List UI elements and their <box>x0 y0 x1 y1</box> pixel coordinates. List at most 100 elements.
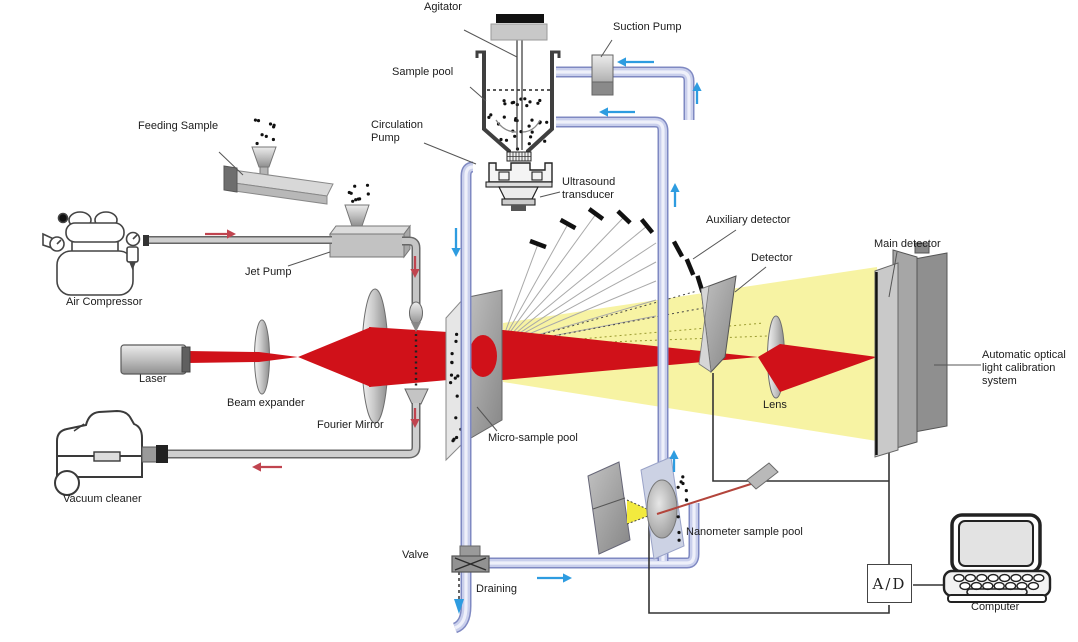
label-vacuum-cleaner: Vacuum cleaner <box>63 493 142 505</box>
particle-dot <box>253 118 257 122</box>
laser-beam <box>187 327 877 392</box>
liquid-pipes <box>452 66 700 634</box>
particle-dot <box>255 141 259 146</box>
particle-dot <box>351 199 355 203</box>
pipe <box>556 70 691 120</box>
air-flow-arrow-icon <box>410 419 420 428</box>
particle-dot <box>527 142 531 146</box>
particle-dot <box>528 100 532 104</box>
key <box>959 581 971 591</box>
particle-dot <box>354 198 358 202</box>
particle-dot <box>685 498 689 502</box>
label-auxiliary-detector: Auxiliary detector <box>706 214 791 226</box>
particle-dot <box>513 134 517 138</box>
particle-dot <box>511 100 516 104</box>
label-pointer-lines <box>218 29 981 432</box>
flow-arrow-icon <box>669 450 679 459</box>
air-compressor <box>42 211 141 296</box>
compressor-air-tube <box>143 235 332 246</box>
label-lens: Lens <box>763 399 787 411</box>
label-agitator: Agitator <box>424 1 462 13</box>
particle-dot <box>527 124 531 128</box>
particle-dot <box>356 197 360 201</box>
label-auto-optical: Automatic optical light calibration syst… <box>982 349 1066 387</box>
air-flow-arrow-icon <box>410 269 420 278</box>
label-beam-expander: Beam expander <box>227 397 305 409</box>
label-laser: Laser <box>139 373 167 385</box>
feeding-chute <box>223 165 334 205</box>
particle-dot <box>347 190 351 195</box>
particle-dot <box>499 137 503 142</box>
pipe <box>556 120 665 561</box>
auxiliary-detector-element <box>639 217 655 235</box>
flow-arrow-icon <box>670 183 680 192</box>
particle-dot <box>536 101 540 105</box>
particle-dot <box>271 137 275 142</box>
wire <box>648 490 890 614</box>
particle-dot <box>455 332 459 336</box>
particle-dot <box>260 133 264 137</box>
label-suction-pump: Suction Pump <box>613 21 682 33</box>
valve <box>451 545 490 573</box>
particle-dot <box>489 113 493 117</box>
key <box>953 573 965 583</box>
air-flow-arrow-icon <box>227 229 236 239</box>
jet-nozzle <box>402 236 423 392</box>
label-sample-pool: Sample pool <box>392 66 454 78</box>
particle-dot <box>365 183 370 187</box>
flow-arrow-icon <box>451 248 461 257</box>
key <box>976 573 988 583</box>
label-feeding-sample: Feeding Sample <box>138 120 219 132</box>
scatter-ray <box>499 216 625 347</box>
signal-wires <box>648 373 944 614</box>
particle-dot <box>449 381 453 385</box>
main-detector-assembly <box>874 242 948 458</box>
key <box>1027 581 1040 591</box>
detector-wedge <box>698 275 737 374</box>
particle-dot <box>676 515 680 519</box>
particle-dot <box>504 138 509 142</box>
flow-arrow-icon <box>692 82 702 91</box>
label-nanometer-sample-pool: Nanometer sample pool <box>686 526 803 538</box>
label-detector: Detector <box>751 252 793 264</box>
particle-dot <box>677 538 681 542</box>
scatter-ray <box>499 213 597 347</box>
key <box>987 573 999 583</box>
flow-arrow-icon <box>617 57 626 67</box>
auxiliary-detector-element <box>616 209 632 225</box>
particle-dot <box>681 481 685 486</box>
particle-dot <box>454 339 458 343</box>
auxiliary-detector-element <box>587 207 605 221</box>
particle-dot <box>453 376 457 380</box>
particle-catcher <box>168 388 429 459</box>
particle-dot <box>530 130 534 134</box>
particle-dot <box>502 99 506 103</box>
label-ultrasound-transducer: Ultrasound transducer <box>562 176 616 201</box>
particle-dot <box>256 119 261 123</box>
particle-dot <box>503 102 507 106</box>
particle-dot <box>529 135 533 139</box>
label-draining: Draining <box>476 583 517 595</box>
auxiliary-detector-element <box>684 258 696 276</box>
pipe <box>454 571 468 630</box>
auxiliary-detector-element <box>529 238 547 250</box>
particle-dot <box>268 122 273 126</box>
particle-dot <box>676 485 680 489</box>
circulation-pump <box>485 151 553 188</box>
suction-pump <box>591 54 614 96</box>
particle-dot <box>502 115 506 119</box>
ad-converter-box: A/D <box>867 564 912 603</box>
key <box>1021 573 1034 583</box>
label-micro-sample-pool: Micro-sample pool <box>488 432 578 444</box>
laser-source <box>120 344 191 375</box>
air-flow-arrow-icon <box>252 462 261 472</box>
pipe <box>486 503 696 565</box>
particle-dot <box>538 98 542 103</box>
particle-dot <box>681 475 685 479</box>
key <box>1010 573 1022 583</box>
computer <box>942 513 1052 603</box>
label-valve: Valve <box>402 549 429 561</box>
particle-dot <box>456 374 460 378</box>
label-fourier-mirror: Fourier Mirror <box>317 419 384 431</box>
